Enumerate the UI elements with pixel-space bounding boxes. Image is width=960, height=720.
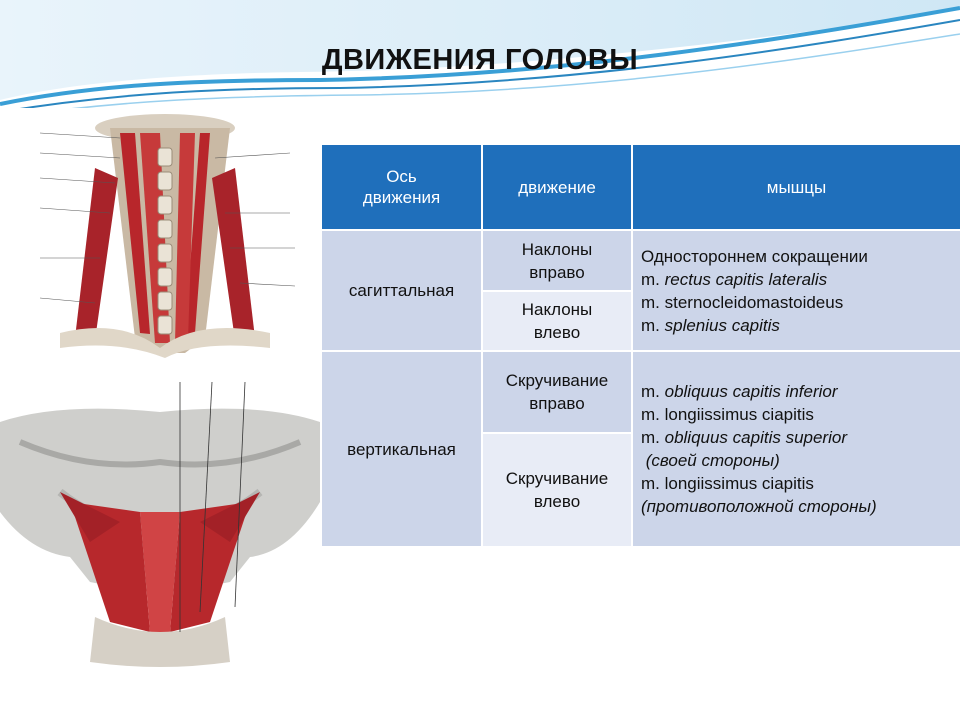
table-row: Скручивание влево [321,432,960,548]
slide-title: ДВИЖЕНИЯ ГОЛОВЫ [321,44,639,76]
head-movements-table: Ось движения движение мышцы сагиттальная… [320,143,960,548]
axis-cell: вертикальная [320,350,483,548]
movement-cell: Скручивание влево [481,432,633,548]
table-row: сагиттальная Наклоны вправо Односторонне… [320,229,960,352]
muscle-line: m. obliquus capitis superior [641,428,847,447]
muscle-line: (своей стороны) [641,451,780,470]
suboccipital-muscles-illustration [0,382,320,667]
muscle-line: m. longiissimus ciapitis [641,405,814,424]
table-header-row: Ось движения движение мышцы [320,143,960,231]
table-row: Наклоны влево [321,290,960,352]
table-row: вертикальная Скручивание вправо m. obliq… [320,350,960,548]
header-axis: Ось движения [320,143,483,231]
muscles-cell: m. obliquus capitis inferior m. longiiss… [631,350,960,548]
axis-cell: сагиттальная [320,229,483,352]
muscle-line: Одностороннем сокращении [641,246,868,266]
header-muscles: мышцы [631,143,960,231]
movement-cell: Скручивание вправо [481,350,633,434]
movement-cell: Наклоны влево [481,290,633,352]
muscle-line: m. obliquus capitis inferior [641,382,838,401]
muscle-line: m. sternocleidomastoideus [641,292,844,312]
header-movement: движение [481,143,633,231]
header-wave-decoration [0,0,960,119]
muscle-line: (противоположной стороны) [641,497,877,516]
muscles-cell: Одностороннем сокращении m. rectus capit… [631,229,960,352]
muscle-line: m. splenius capitis [641,315,780,335]
muscle-line: m. longiissimus ciapitis [641,474,814,493]
movement-cell: Наклоны вправо [481,229,633,292]
muscle-line: m. rectus capitis lateralis [641,269,828,289]
neck-muscles-illustration [0,108,305,360]
